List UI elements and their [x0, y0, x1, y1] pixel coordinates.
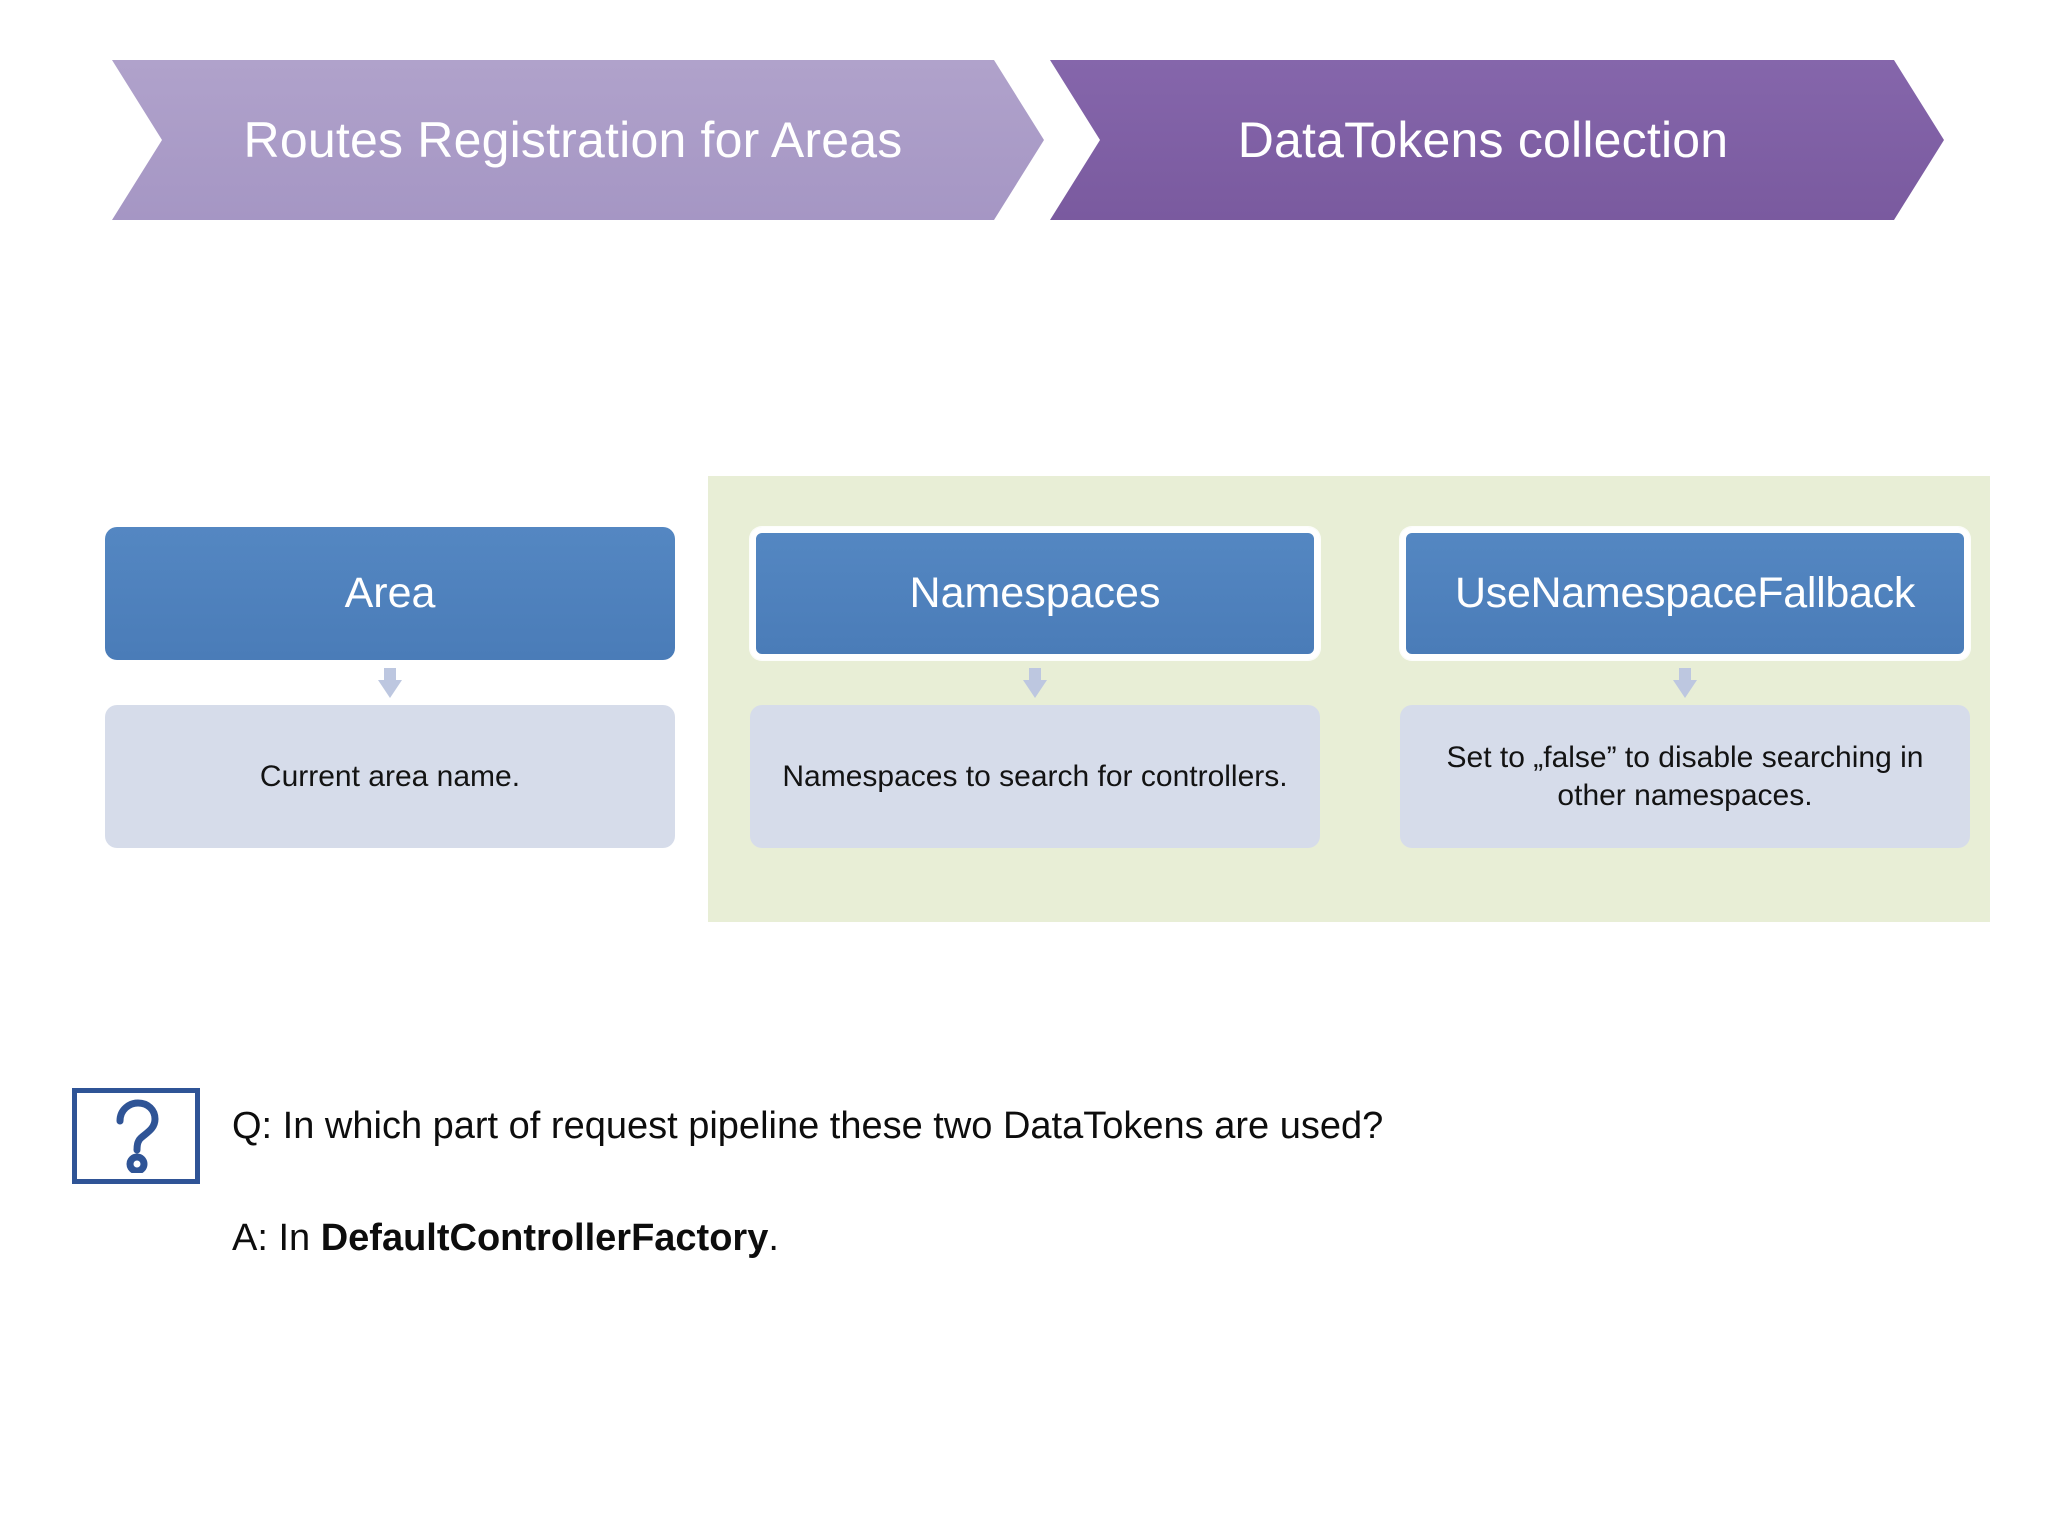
- arrow-container: [1400, 660, 1970, 705]
- token-column-use-namespace-fallback: UseNamespaceFallback Set to „false” to d…: [1400, 527, 1970, 848]
- token-column-area: Area Current area name.: [105, 527, 675, 848]
- arrow-container: [105, 660, 675, 705]
- down-arrow-icon: [378, 667, 402, 698]
- banner-step-label: DataTokens collection: [1237, 112, 1729, 168]
- question-mark-icon: [72, 1088, 200, 1184]
- banner-step-routes-registration[interactable]: Routes Registration for Areas: [112, 60, 1044, 220]
- token-description-text: Current area name.: [259, 759, 521, 793]
- banner-step-label: Routes Registration for Areas: [243, 112, 903, 168]
- token-title-label: Namespaces: [909, 569, 1161, 617]
- token-column-namespaces: Namespaces Namespaces to search for cont…: [750, 527, 1320, 848]
- answer-suffix: .: [768, 1217, 779, 1259]
- token-description-text: Namespaces to search for controllers.: [782, 759, 1288, 793]
- down-arrow-icon: [1673, 667, 1697, 698]
- token-title-box-use-namespace-fallback[interactable]: UseNamespaceFallback: [1400, 527, 1970, 660]
- token-description-text: Set to „false” to disable searching in o…: [1446, 740, 1924, 812]
- token-description-box-area: Current area name.: [105, 705, 675, 848]
- down-arrow-icon: [1023, 667, 1047, 698]
- token-title-label: Area: [344, 569, 436, 617]
- arrow-container: [750, 660, 1320, 705]
- token-title-box-area[interactable]: Area: [105, 527, 675, 660]
- answer-text: A: In DefaultControllerFactory.: [232, 1216, 779, 1262]
- token-description-box-use-namespace-fallback: Set to „false” to disable searching in o…: [1400, 705, 1970, 848]
- question-text: Q: In which part of request pipeline the…: [232, 1105, 1384, 1147]
- banner-step-datatokens-collection[interactable]: DataTokens collection: [1050, 60, 1944, 220]
- process-banner: Routes Registration for Areas DataTokens…: [112, 60, 1944, 220]
- token-title-box-namespaces[interactable]: Namespaces: [750, 527, 1320, 660]
- answer-emphasis: DefaultControllerFactory: [320, 1217, 769, 1259]
- answer-prefix: A: In: [232, 1217, 321, 1259]
- token-description-box-namespaces: Namespaces to search for controllers.: [750, 705, 1320, 848]
- token-title-label: UseNamespaceFallback: [1454, 569, 1916, 617]
